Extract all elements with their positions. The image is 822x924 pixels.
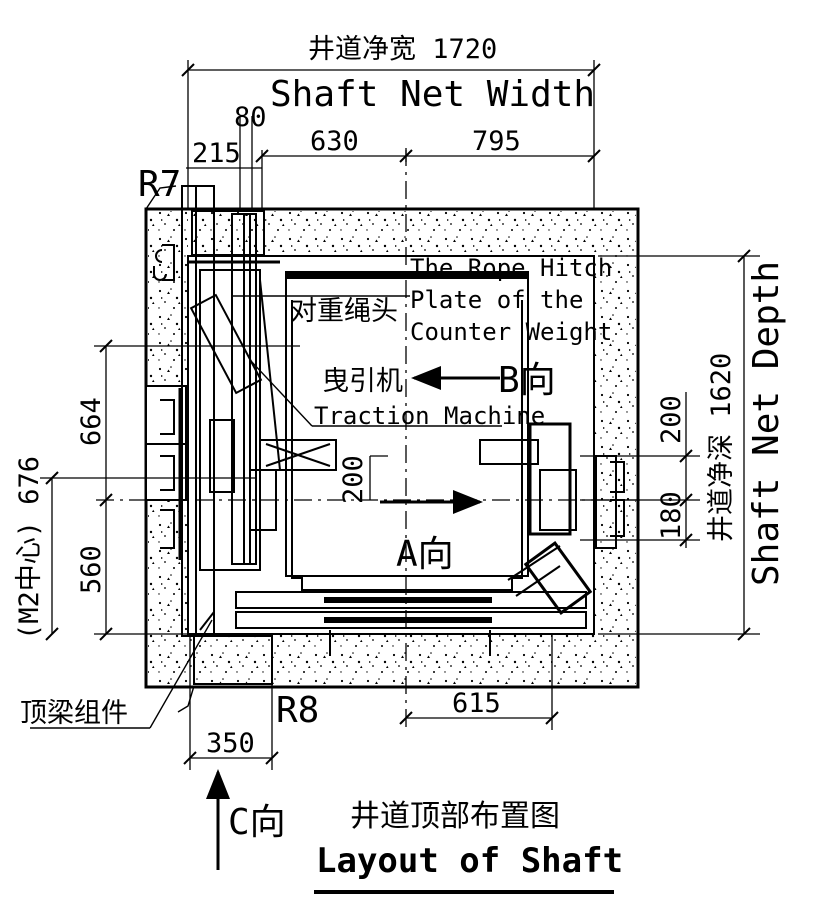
traction-machine-en: Traction Machine [314,402,545,430]
rope-hitch-en-1: The Rope Hitch [410,254,612,282]
traction-machine-cn: 曳引机 [322,366,403,397]
leader-lines [30,185,502,729]
dim-r8: R8 [276,690,319,731]
shaft-net-depth-cn: 井道净深 1620 [706,353,737,542]
dim-350: 350 [206,728,255,759]
rope-hitch-cn: 对重绳头 [290,296,398,327]
top-beam-label: 顶梁组件 [20,698,128,729]
dim-200-right: 200 [656,395,687,444]
a-view-label: A向 [396,534,454,575]
traction-machine [259,422,625,615]
dim-560: 560 [76,545,107,594]
dim-200-center: 200 [338,455,369,504]
shaft-net-width-cn: 井道净宽 1720 [308,34,497,65]
title-chinese: 井道顶部布置图 [350,799,560,834]
dim-676: (M2中心) 676 [14,456,45,640]
direction-arrows [206,366,500,870]
dimension-text: 井道净宽 1720 Shaft Net Width 80 215 630 795… [14,34,787,759]
dim-215: 215 [192,138,241,169]
rope-hitch-en-3: Counter Weight [410,318,612,346]
dim-r7: R7 [138,164,181,205]
dim-80: 80 [234,102,267,133]
b-view-label: B向 [498,360,556,401]
component-labels: The Rope Hitch Plate of the Counter Weig… [20,254,612,843]
dim-615: 615 [452,688,501,719]
drawing-title: 井道顶部布置图 Layout of Shaft [314,799,623,894]
counterweight-assembly [181,185,281,637]
dim-630: 630 [310,126,359,157]
rope-hitch-en-2: Plate of the [410,286,583,314]
center-lines [96,148,640,728]
dim-664: 664 [76,397,107,446]
dim-180: 180 [656,491,687,540]
c-view-label: C向 [228,802,286,843]
dim-795: 795 [472,126,521,157]
shaft-net-depth-en: Shaft Net Depth [746,261,787,586]
shaft-net-width-en: Shaft Net Width [270,74,595,115]
elevator-car [235,271,587,656]
title-english: Layout of Shaft [316,841,623,881]
